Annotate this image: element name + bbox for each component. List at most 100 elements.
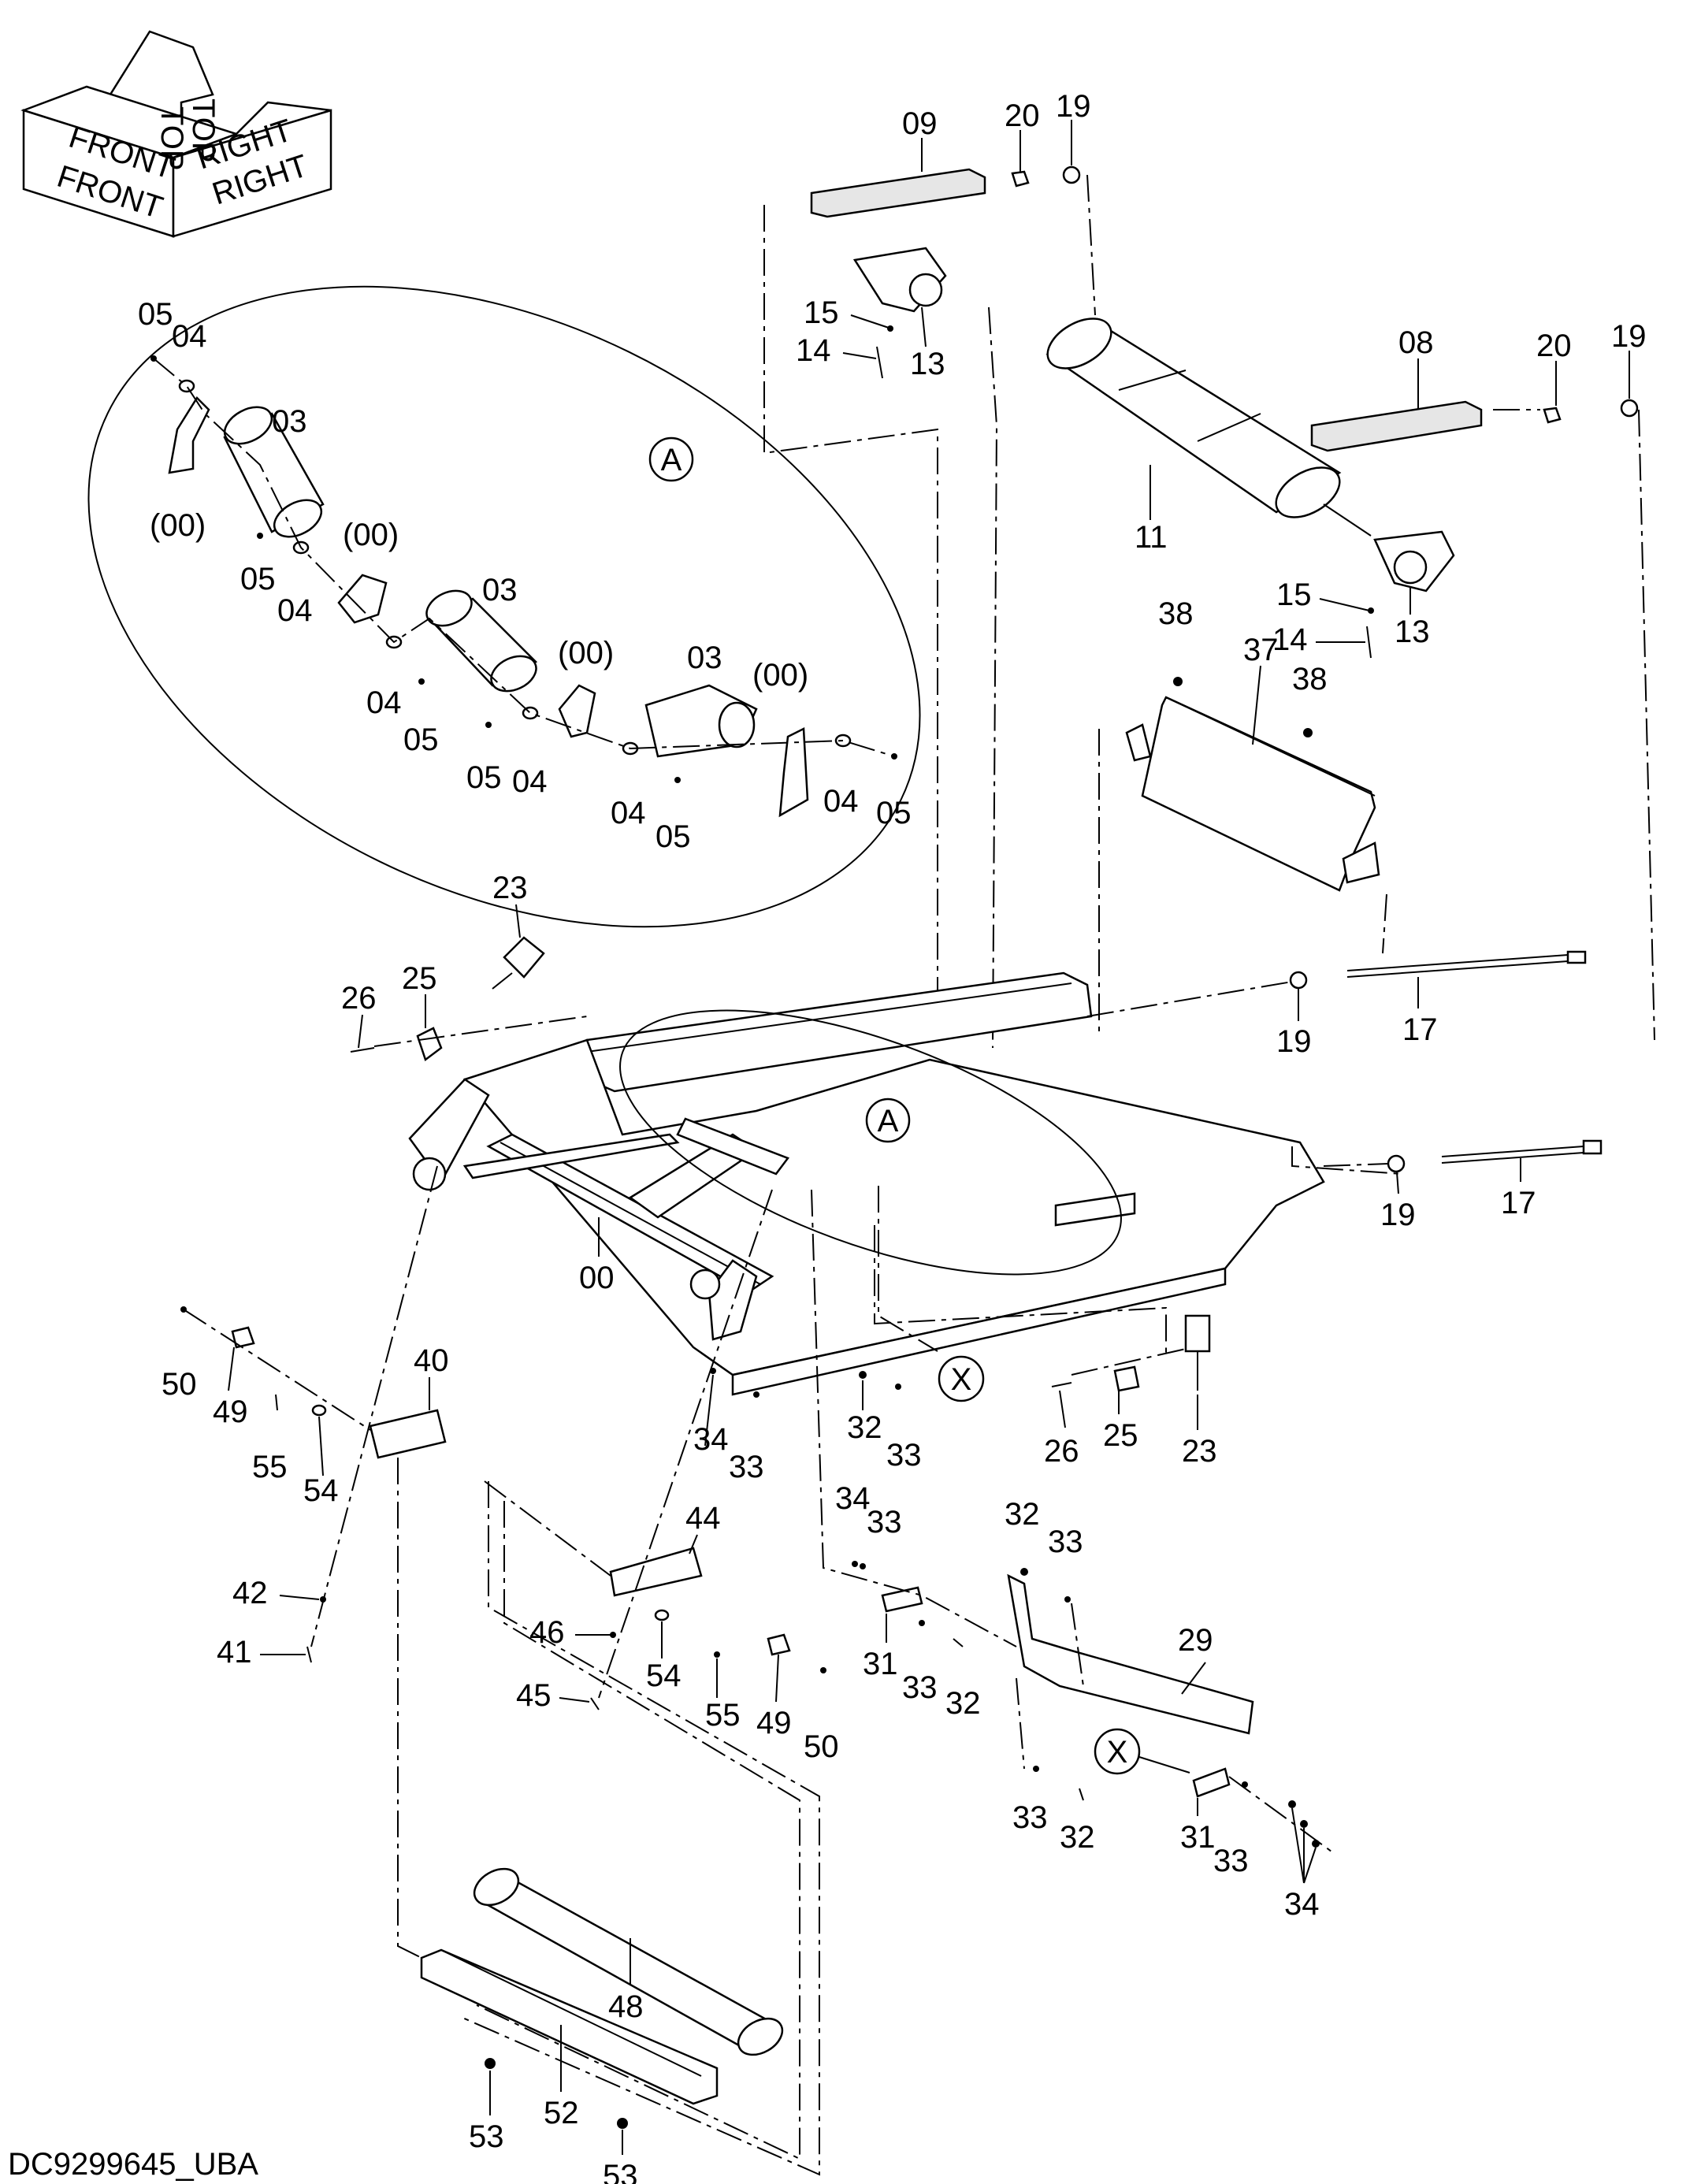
bolt-33-b xyxy=(1064,1596,1071,1603)
label-00p-c: (00) xyxy=(558,636,614,670)
bolt-34-d xyxy=(1300,1820,1308,1828)
lower-bracket-assembly-center xyxy=(484,1189,826,1710)
bolt-55-center xyxy=(714,1651,720,1658)
label-33-g: 33 xyxy=(1213,1844,1249,1878)
idler-roller-center xyxy=(425,589,538,693)
label-00p-d: (00) xyxy=(752,658,808,693)
nut-20-upper xyxy=(1011,170,1030,188)
label-38-a: 38 xyxy=(1158,596,1194,631)
part-labels: 05 04 03 (00) 05 04 (00) 03 04 05 (00) 0… xyxy=(138,89,1647,2184)
label-32-b: 32 xyxy=(1005,1497,1040,1532)
lower-bracket-assembly-left xyxy=(180,1165,447,1663)
bolt-05-b xyxy=(257,533,263,539)
label-00p-b: (00) xyxy=(343,518,399,552)
label-13-lower: 13 xyxy=(1395,615,1430,649)
bolt-34-a xyxy=(852,1561,858,1567)
callout-x-upper xyxy=(938,1355,985,1402)
bolt-55-left xyxy=(275,1394,278,1411)
bearing-cover-09 xyxy=(810,168,986,218)
bolt-32-b xyxy=(1020,1568,1028,1576)
label-05-f: 05 xyxy=(876,796,912,830)
label-55-center: 55 xyxy=(705,1698,741,1733)
label-04-b: 04 xyxy=(277,593,313,628)
label-17-upper: 17 xyxy=(1402,1012,1438,1047)
washer-19-upper xyxy=(1062,165,1081,184)
label-14-upper: 14 xyxy=(796,333,831,368)
label-44: 44 xyxy=(685,1501,721,1536)
washer-19-right xyxy=(1620,399,1639,418)
head-pulley-11 xyxy=(1045,318,1372,537)
label-04-a: 04 xyxy=(172,319,207,354)
detail-callouts: A A X X xyxy=(648,436,1190,1775)
label-03-b: 03 xyxy=(482,573,518,607)
label-26-upper: 26 xyxy=(341,981,377,1016)
bolt-05-e xyxy=(674,777,681,783)
idler-bracket-center-left xyxy=(337,574,388,624)
callout-x-upper-label: X xyxy=(951,1362,972,1397)
label-54-left: 54 xyxy=(303,1473,339,1508)
label-20-upper: 20 xyxy=(1005,98,1040,133)
label-04-d: 04 xyxy=(512,764,548,799)
washer-19-rod-lower xyxy=(1387,1154,1406,1173)
bracket-40 xyxy=(369,1409,447,1459)
washer-54-center xyxy=(654,1609,670,1621)
scraper-assembly xyxy=(710,1189,1332,1852)
label-19-rod-lower: 19 xyxy=(1380,1198,1416,1232)
bolt-32-c xyxy=(1079,1788,1084,1801)
label-53-left: 53 xyxy=(469,2119,504,2154)
bracket-44 xyxy=(609,1547,703,1597)
callout-a-top-label: A xyxy=(661,443,682,477)
label-05-e: 05 xyxy=(656,819,691,854)
label-50-center: 50 xyxy=(804,1729,839,1764)
skirt-bracket-right xyxy=(1342,841,1380,884)
orientation-label-top-left: TOP xyxy=(154,106,189,171)
callout-x-lower-label: X xyxy=(1107,1735,1128,1770)
washer-04-f xyxy=(834,734,852,748)
clip-49-left xyxy=(231,1326,255,1349)
bolt-14-lower xyxy=(1366,626,1372,659)
label-15-lower: 15 xyxy=(1276,578,1312,612)
bolt-33-a xyxy=(919,1620,925,1626)
label-09: 09 xyxy=(902,106,938,141)
label-49-center: 49 xyxy=(756,1706,792,1740)
idler-roller-left xyxy=(223,406,325,538)
label-19-right: 19 xyxy=(1611,319,1647,354)
bolt-34-f xyxy=(710,1368,716,1374)
bolt-05-d xyxy=(485,722,492,728)
label-32-a: 32 xyxy=(847,1410,882,1445)
frame-pivot-right xyxy=(689,1268,721,1300)
label-33-a: 33 xyxy=(729,1450,764,1484)
wiper-trough-52 xyxy=(420,1948,719,2129)
bolt-45 xyxy=(590,1697,600,1710)
idler-roller-right xyxy=(644,684,758,758)
label-34-a: 34 xyxy=(693,1422,729,1457)
label-08: 08 xyxy=(1398,325,1434,360)
washer-15-upper xyxy=(887,325,893,332)
label-03-a: 03 xyxy=(272,404,307,439)
bolt-14-upper xyxy=(876,346,883,379)
label-00: 00 xyxy=(579,1261,615,1295)
label-34-b: 34 xyxy=(835,1481,871,1516)
callout-a-frame xyxy=(865,1098,911,1143)
label-25-upper: 25 xyxy=(402,961,437,996)
label-33-b: 33 xyxy=(886,1438,922,1473)
bolt-41 xyxy=(306,1646,312,1663)
label-33-c: 33 xyxy=(867,1505,902,1540)
label-49-left: 49 xyxy=(213,1395,248,1429)
washer-46 xyxy=(610,1632,616,1638)
label-14-lower: 14 xyxy=(1272,622,1308,657)
bolt-34-c xyxy=(1288,1800,1296,1808)
label-03-c: 03 xyxy=(687,641,722,675)
bolt-05-c xyxy=(418,678,425,685)
frame-slot xyxy=(1054,1192,1136,1227)
nut-53-right xyxy=(617,2118,628,2129)
label-52: 52 xyxy=(544,2096,579,2130)
main-frame-00 xyxy=(408,971,1403,1396)
label-04-c: 04 xyxy=(366,685,402,720)
tension-rod-upper xyxy=(1086,950,1587,1017)
label-33-f: 33 xyxy=(1012,1800,1048,1835)
label-04-f: 04 xyxy=(823,784,859,819)
clip-25-lower xyxy=(1113,1365,1140,1392)
label-42: 42 xyxy=(232,1576,268,1610)
